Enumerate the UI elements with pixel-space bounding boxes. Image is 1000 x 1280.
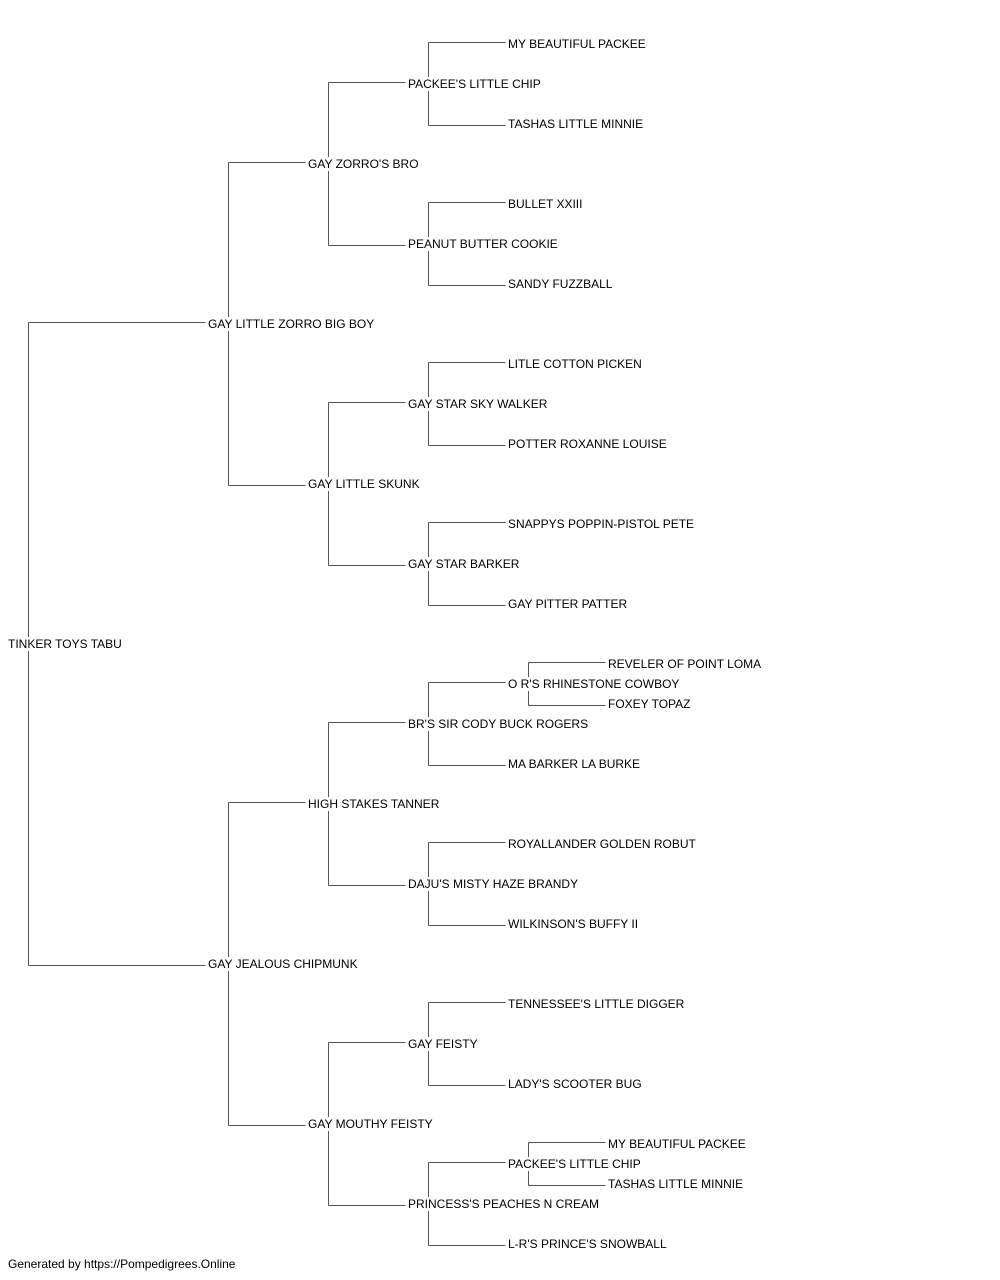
dssss-name: REVELER OF POINT LOMA	[607, 657, 763, 671]
ddss-name: TENNESSEE'S LITTLE DIGGER	[507, 997, 686, 1011]
dsss-name: O R'S RHINESTONE COWBOY	[507, 677, 681, 691]
ssss-name: MY BEAUTIFUL PACKEE	[507, 37, 647, 51]
dddssd-name: TASHAS LITTLE MINNIE	[607, 1177, 745, 1191]
sire-dam-name: GAY LITTLE SKUNK	[307, 477, 421, 491]
dsdd-name: WILKINSON'S BUFFY II	[507, 917, 640, 931]
sdd-name: GAY STAR BARKER	[407, 557, 521, 571]
ddd-name: PRINCESS'S PEACHES N CREAM	[407, 1197, 600, 1211]
dddsss-name: MY BEAUTIFUL PACKEE	[607, 1137, 747, 1151]
sss-name: PACKEE'S LITTLE CHIP	[407, 77, 542, 91]
dss-name: BR'S SIR CODY BUCK ROGERS	[407, 717, 590, 731]
sire-name: GAY LITTLE ZORRO BIG BOY	[207, 317, 376, 331]
generated-by-footer: Generated by https://Pompedigrees.Online	[8, 1257, 236, 1271]
ssdd-name: SANDY FUZZBALL	[507, 277, 614, 291]
dddd-name: L-R'S PRINCE'S SNOWBALL	[507, 1237, 668, 1251]
ddds-name: PACKEE'S LITTLE CHIP	[507, 1157, 642, 1171]
sds-name: GAY STAR SKY WALKER	[407, 397, 549, 411]
dsssd-name: FOXEY TOPAZ	[607, 697, 692, 711]
dam-name: GAY JEALOUS CHIPMUNK	[207, 957, 359, 971]
dsds-name: ROYALLANDER GOLDEN ROBUT	[507, 837, 697, 851]
sire-sire-name: GAY ZORRO'S BRO	[307, 157, 420, 171]
dssd-name: MA BARKER LA BURKE	[507, 757, 642, 771]
sdss-name: LITLE COTTON PICKEN	[507, 357, 643, 371]
dam-sire-name: HIGH STAKES TANNER	[307, 797, 441, 811]
sssd-name: TASHAS LITTLE MINNIE	[507, 117, 645, 131]
ssd-name: PEANUT BUTTER COOKIE	[407, 237, 559, 251]
dam-dam-name: GAY MOUTHY FEISTY	[307, 1117, 434, 1131]
subject-name: TINKER TOYS TABU	[7, 637, 123, 651]
dds-name: GAY FEISTY	[407, 1037, 479, 1051]
dsd-name: DAJU'S MISTY HAZE BRANDY	[407, 877, 580, 891]
ssds-name: BULLET XXIII	[507, 197, 584, 211]
sddd-name: GAY PITTER PATTER	[507, 597, 629, 611]
ddsd-name: LADY'S SCOOTER BUG	[507, 1077, 643, 1091]
sdsd-name: POTTER ROXANNE LOUISE	[507, 437, 668, 451]
sdds-name: SNAPPYS POPPIN-PISTOL PETE	[507, 517, 696, 531]
